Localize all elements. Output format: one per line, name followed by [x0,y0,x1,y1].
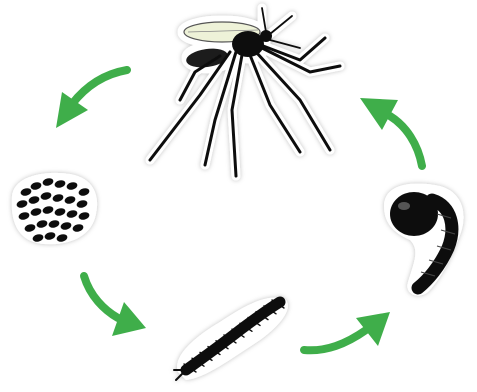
arrow-larva-to-pupa [304,312,390,350]
arrow-eggs-to-larva [84,276,146,336]
arrow-pupa-to-adult [360,98,422,166]
pupa-icon [384,183,464,295]
larva-icon [174,298,288,380]
arrow-adult-to-eggs [56,70,127,128]
egg-cluster-icon [12,173,97,244]
adult-mosquito-icon [150,8,340,176]
